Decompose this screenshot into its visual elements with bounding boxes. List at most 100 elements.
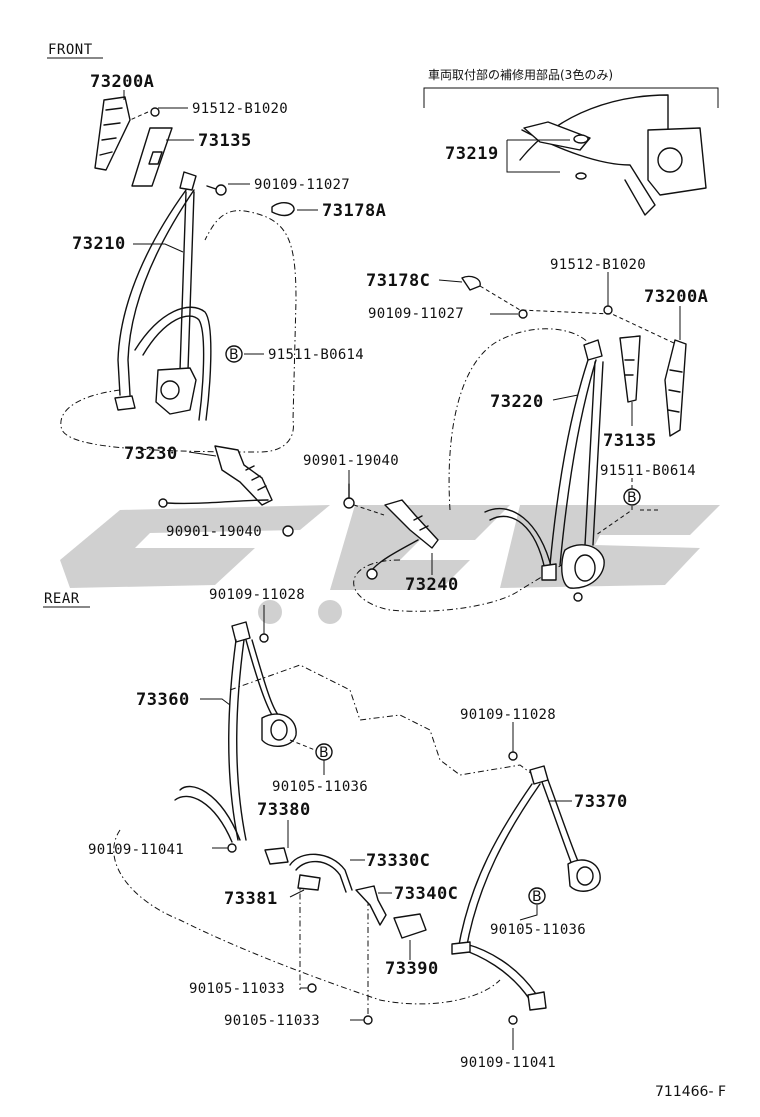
label-73135-right: 73135 [603, 431, 657, 451]
label-91511-b0614-right: 91511-B0614 [600, 463, 696, 479]
retractor-73210 [155, 367, 197, 415]
note-bracket [423, 87, 719, 108]
label-90901-19040-right: 90901-19040 [303, 453, 399, 469]
belt-73220-outer [549, 359, 589, 566]
label-73200a-right: 73200A [644, 287, 708, 307]
marker-b-rear-right-letter: B [532, 889, 542, 905]
bolt-90109-11041-rear-right [508, 1015, 518, 1025]
label-90109-11028-rear-right: 90109-11028 [460, 707, 556, 723]
drawing-code: 711466- F [655, 1084, 726, 1100]
lower-anchor-left [114, 395, 136, 411]
bolt-90109-11027-left [215, 184, 227, 196]
front-seat-outline-right [353, 328, 591, 612]
rear-assembly [113, 621, 601, 1025]
marker-b-front-right [623, 488, 641, 506]
label-73135-left: 73135 [198, 131, 252, 151]
label-73178a: 73178A [322, 201, 386, 221]
label-73340c: 73340C [394, 884, 458, 904]
bracket-73381 [297, 874, 321, 891]
label-73370: 73370 [574, 792, 628, 812]
label-73178c: 73178C [366, 271, 430, 291]
label-73219: 73219 [445, 144, 499, 164]
shoulder-anchor-left [179, 171, 197, 191]
label-90109-11028-rear-left: 90109-11028 [209, 587, 305, 603]
label-91511-b0614-left: 91511-B0614 [268, 347, 364, 363]
lap-belt-right [484, 507, 553, 571]
bolt-90109-11028-rear-left [259, 633, 269, 643]
marker-b-rear-left-letter: B [319, 745, 329, 761]
label-73390: 73390 [385, 959, 439, 979]
buckle-73240 [384, 499, 439, 549]
front-left-assembly [60, 96, 297, 537]
retractor-73370 [567, 859, 601, 892]
bolt-90109-11028-rear-right [508, 751, 518, 761]
retractor-73220 [561, 544, 605, 589]
label-91512-b1020-left: 91512-B1020 [192, 101, 288, 117]
buckle-73390 [393, 913, 427, 939]
watermark-logo [60, 505, 720, 624]
label-73220: 73220 [490, 392, 544, 412]
bolt-90109-11041-rear-left [227, 843, 237, 853]
cover-73178a [271, 202, 295, 217]
buckle-73340c [355, 885, 387, 926]
wire-clip-left [158, 498, 168, 508]
label-73360: 73360 [136, 690, 190, 710]
label-90105-11033-b: 90105-11033 [224, 1013, 320, 1029]
buckle-wire-right [371, 539, 419, 571]
bolt-90105-11033-a [307, 983, 317, 993]
bolt-90105-11033-b [363, 1015, 373, 1025]
rear-seat-outline [113, 664, 541, 1005]
lap-belt-left [134, 306, 212, 421]
label-73381: 73381 [224, 889, 278, 909]
marker-b-front-left-letter: B [229, 347, 239, 363]
anchor-adjuster-73200a-right [664, 339, 687, 437]
label-73330c: 73330C [366, 851, 430, 871]
label-90109-11027-right: 90109-11027 [368, 306, 464, 322]
label-90901-19040-left: 90901-19040 [166, 524, 262, 540]
label-90109-11027-left: 90109-11027 [254, 177, 350, 193]
label-90105-11036-right: 90105-11036 [490, 922, 586, 938]
belt-73360-outer [228, 639, 239, 841]
front-seat-outline-left [60, 210, 297, 453]
anchor-adjuster-73200a-left [94, 96, 131, 171]
marker-b-front-right-letter: B [627, 490, 637, 506]
front-right-assembly [343, 275, 687, 612]
section-front-title: FRONT [48, 42, 93, 58]
marker-b-front-left [225, 345, 243, 363]
label-73200a-front-left: 73200A [90, 72, 154, 92]
lower-anchor-right [541, 563, 557, 581]
repair-parts-note: 車両取付部の補修用部品(3色のみ) [428, 67, 613, 82]
label-73240: 73240 [405, 575, 459, 595]
bolt-90109-11027-right [518, 309, 528, 319]
belt-73370-outer [457, 783, 541, 951]
retractor-73360 [261, 713, 297, 747]
label-73210: 73210 [72, 234, 126, 254]
label-91512-b1020-right: 91512-B1020 [550, 257, 646, 273]
bolt-91512-right [603, 305, 613, 315]
label-73380: 73380 [257, 800, 311, 820]
leaders-rear [200, 605, 572, 1050]
belt-73330c [289, 853, 353, 893]
leaders-front-right [348, 272, 681, 575]
shoulder-anchor-73360 [231, 621, 251, 643]
retractor-mount-73219 [647, 127, 707, 196]
label-90105-11036-left: 90105-11036 [272, 779, 368, 795]
part-number-labels: 73200A 91512-B1020 73135 90109-11027 731… [72, 72, 708, 1071]
buckle-73230 [214, 445, 273, 506]
shoulder-anchor-73370 [529, 765, 549, 785]
lap-belt-73360 [174, 785, 241, 843]
label-73230: 73230 [124, 444, 178, 464]
label-90109-11041-rear-right: 90109-11041 [460, 1055, 556, 1071]
bolt-91512-left [150, 107, 160, 117]
section-rear-title: REAR [44, 591, 80, 607]
cover-73135-right [619, 335, 641, 403]
bolt-90901-right [343, 497, 355, 509]
bolt-90901-left [282, 525, 294, 537]
leaders-front-left [123, 90, 318, 457]
label-90105-11033-a: 90105-11033 [189, 981, 285, 997]
buckle-wire-left [166, 499, 269, 505]
marker-b-rear-right [528, 887, 546, 905]
repair-parts-assembly [506, 94, 707, 216]
belt-73210-outer [117, 189, 187, 396]
